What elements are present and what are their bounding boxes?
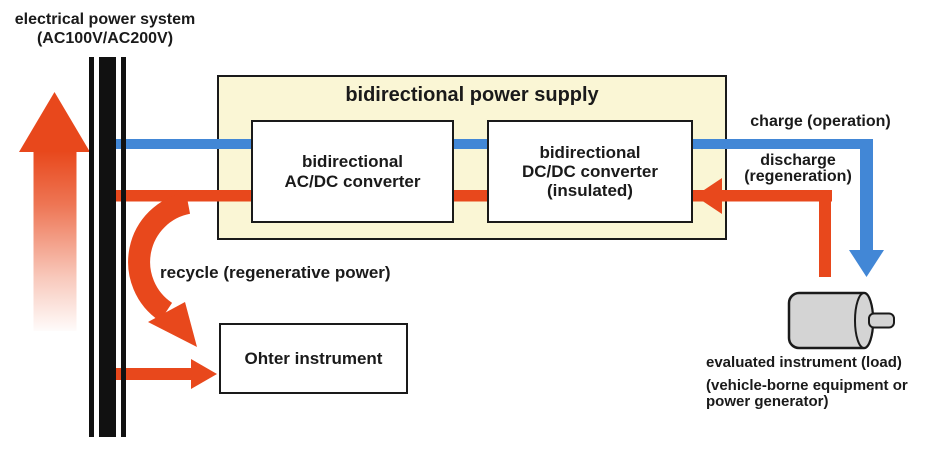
load-sub-line2: power generator): [706, 393, 829, 410]
grid-label-line2: (AC100V/AC200V): [36, 30, 174, 47]
recycle-arrow-icon: [128, 192, 197, 347]
grid-label-line1: electrical power system: [14, 11, 196, 28]
recycle-label: recycle (regenerative power): [160, 263, 391, 282]
grid-feed-arrow: [19, 92, 90, 331]
dcdc-label-line3: (insulated): [547, 181, 633, 200]
electrical-power-system-label: electrical power system (AC100V/AC200V): [2, 10, 208, 48]
discharge-label-line1: discharge: [760, 152, 836, 169]
other-instrument-label: Ohter instrument: [244, 348, 383, 368]
motor-icon: [787, 291, 895, 350]
power-rail: [89, 57, 126, 437]
discharge-label: discharge (regeneration): [712, 153, 884, 185]
other-instrument-box: Ohter instrument: [219, 323, 408, 394]
dcdc-label-line1: bidirectional: [539, 143, 641, 162]
acdc-label-line2: AC/DC converter: [284, 171, 421, 191]
evaluated-instrument-sublabel: (vehicle-borne equipment or power genera…: [706, 378, 908, 410]
discharge-label-line2: (regeneration): [744, 168, 852, 185]
evaluated-instrument-label: evaluated instrument (load): [706, 354, 902, 371]
charge-label: charge (operation): [750, 113, 891, 130]
supply-box-title: bidirectional power supply: [345, 84, 599, 106]
dcdc-converter-box: bidirectional DC/DC converter (insulated…: [487, 120, 693, 223]
discharge-flow-line: [112, 178, 832, 277]
acdc-converter-box: bidirectional AC/DC converter: [251, 120, 454, 223]
other-instrument-arrow: [112, 359, 217, 389]
load-sub-line1: (vehicle-borne equipment or: [706, 377, 908, 394]
dcdc-label-line2: DC/DC converter: [521, 162, 659, 181]
acdc-label-line1: bidirectional: [301, 151, 404, 171]
